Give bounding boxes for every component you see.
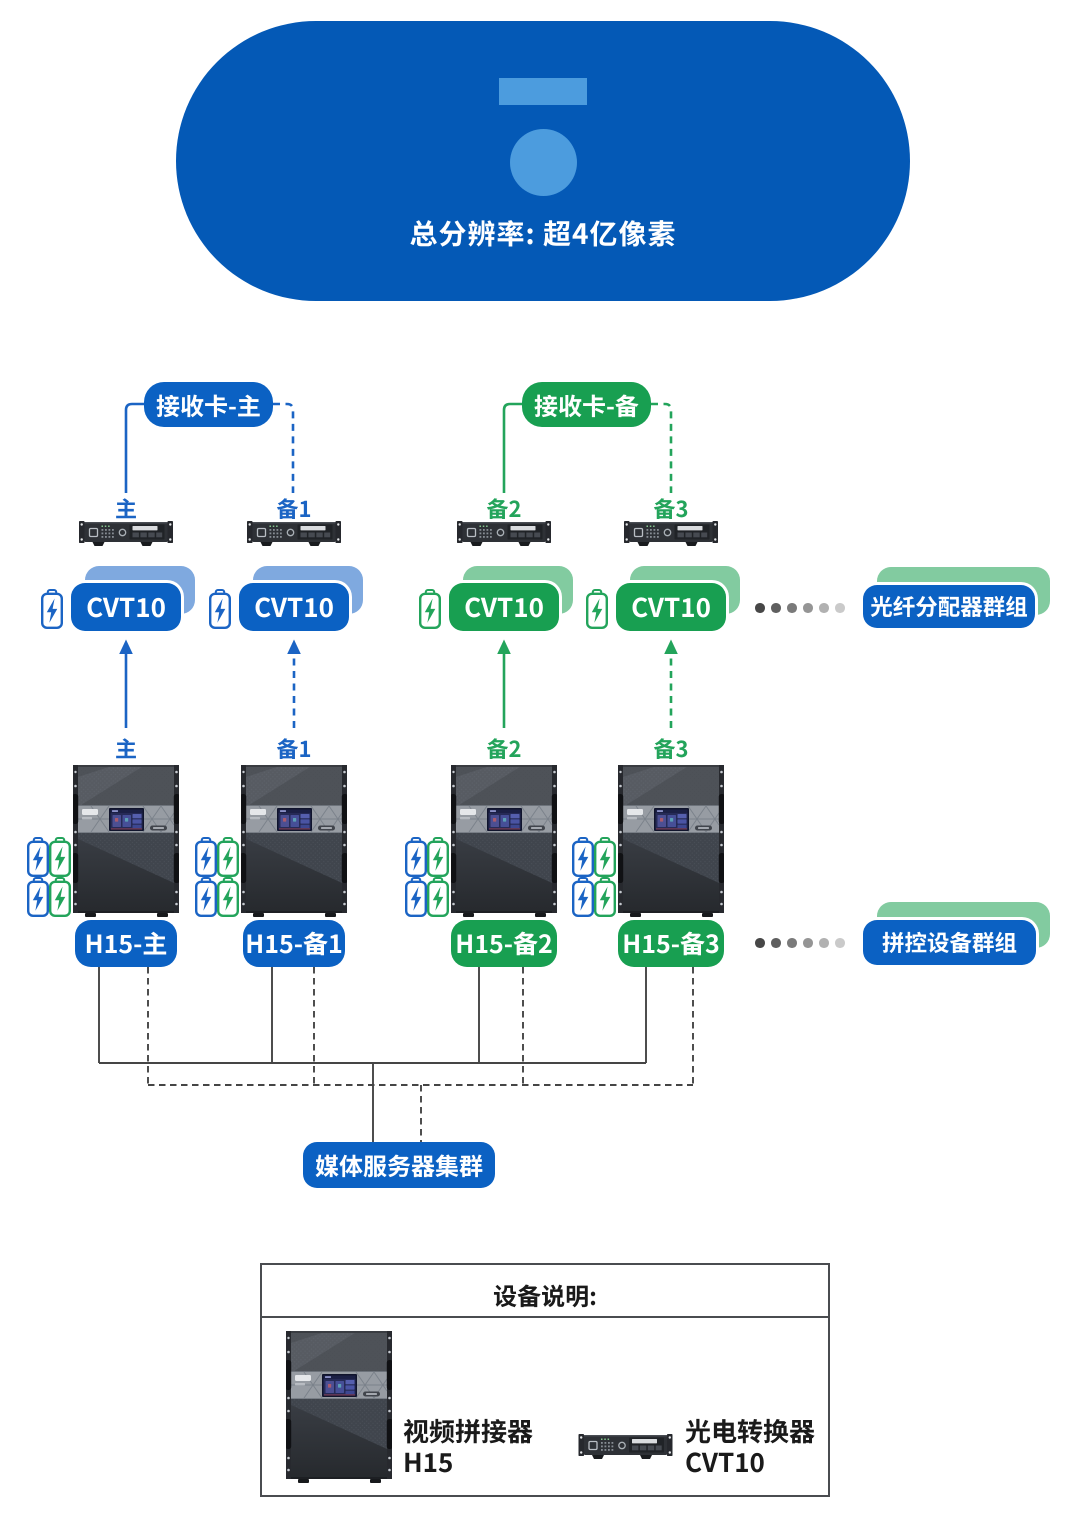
splicer-group-label: 拼控设备群组 bbox=[881, 926, 1017, 958]
link-receiver-main-solid bbox=[124, 402, 144, 493]
h15-label: H15-备2 bbox=[455, 925, 553, 961]
power-battery-icon bbox=[217, 877, 239, 917]
power-battery-icon bbox=[405, 877, 427, 917]
screen-icon-circle bbox=[510, 129, 577, 196]
power-battery-icon bbox=[594, 877, 616, 917]
power-battery-icon bbox=[195, 837, 217, 877]
cvt-card-label: CVT10 bbox=[631, 588, 711, 625]
media-cluster-label: 媒体服务器集群 bbox=[315, 1147, 483, 1182]
h15-label: H15-备3 bbox=[622, 925, 720, 961]
cvt-card[interactable]: CVT10 bbox=[616, 583, 726, 631]
legend-h15-device bbox=[286, 1331, 392, 1483]
power-battery-icon bbox=[49, 877, 71, 917]
h15-device bbox=[241, 765, 347, 917]
power-battery-icon bbox=[49, 837, 71, 877]
receiver-group-backup-label: 接收卡-备 bbox=[534, 387, 639, 422]
h15-label-pill[interactable]: H15-备1 bbox=[243, 920, 345, 967]
ellipsis-dot bbox=[771, 603, 781, 613]
h15-label: H15-备1 bbox=[245, 925, 343, 961]
fiber-group-pill[interactable]: 光纤分配器群组 bbox=[863, 585, 1035, 628]
cvt-card-label: CVT10 bbox=[86, 588, 166, 625]
total-resolution-label: 总分辨率: 超4亿像素 bbox=[409, 213, 677, 253]
power-battery-icon bbox=[405, 837, 427, 877]
power-battery-icon bbox=[572, 837, 594, 877]
receiver-card-device bbox=[79, 521, 173, 547]
cvt-card-label: CVT10 bbox=[254, 588, 334, 625]
screen-icon-bar bbox=[499, 78, 587, 105]
power-battery-icon bbox=[572, 877, 594, 917]
receiver-group-main-pill[interactable]: 接收卡-主 bbox=[144, 382, 273, 427]
h15-port-label: 主 bbox=[114, 732, 137, 764]
legend-box: 设备说明: 视频拼接器 H15 光电转换器 CVT10 bbox=[260, 1263, 830, 1497]
power-battery-icon bbox=[27, 877, 49, 917]
legend-cvt-model: CVT10 bbox=[685, 1443, 765, 1480]
power-battery-icon bbox=[427, 837, 449, 877]
splicer-group-pill[interactable]: 拼控设备群组 bbox=[863, 920, 1036, 965]
link-receiver-backup-solid bbox=[502, 402, 522, 493]
receiver-port-label: 主 bbox=[114, 492, 137, 524]
power-battery-icon bbox=[27, 837, 49, 877]
power-battery-icon bbox=[594, 837, 616, 877]
receiver-port-label: 备1 bbox=[276, 492, 312, 524]
fiber-group-label: 光纤分配器群组 bbox=[870, 590, 1028, 622]
legend-cvt-device bbox=[578, 1434, 673, 1460]
h15-label-pill[interactable]: H15-备3 bbox=[618, 920, 724, 967]
ellipsis-dot bbox=[787, 938, 797, 948]
receiver-card-device bbox=[624, 521, 718, 547]
power-battery-icon bbox=[419, 589, 441, 629]
ellipsis-dot bbox=[771, 938, 781, 948]
power-battery-icon bbox=[586, 589, 608, 629]
power-battery-icon bbox=[41, 589, 63, 629]
led-screen-banner: 总分辨率: 超4亿像素 bbox=[176, 21, 910, 301]
h15-device bbox=[451, 765, 557, 917]
arrowhead bbox=[119, 639, 133, 654]
link-receiver-backup-dashed bbox=[651, 402, 673, 493]
arrowhead bbox=[287, 639, 301, 654]
power-battery-icon bbox=[195, 877, 217, 917]
ellipsis-dot bbox=[819, 938, 829, 948]
legend-h15-text: 视频拼接器 H15 bbox=[403, 1415, 533, 1477]
arrowhead bbox=[664, 639, 678, 654]
cvt-card[interactable]: CVT10 bbox=[449, 583, 559, 631]
h15-device bbox=[618, 765, 724, 917]
receiver-port-label: 备2 bbox=[486, 492, 522, 524]
receiver-card-device bbox=[247, 521, 341, 547]
legend-cvt-name: 光电转换器 bbox=[685, 1412, 816, 1449]
h15-device bbox=[73, 765, 179, 917]
ellipsis-dot bbox=[835, 938, 845, 948]
legend-h15-name: 视频拼接器 bbox=[403, 1412, 534, 1449]
ellipsis-dots bbox=[755, 603, 845, 613]
arrowhead bbox=[497, 639, 511, 654]
ellipsis-dot bbox=[835, 603, 845, 613]
legend-h15-model: H15 bbox=[403, 1443, 454, 1480]
cvt-card-label: CVT10 bbox=[464, 588, 544, 625]
cvt-card[interactable]: CVT10 bbox=[239, 583, 349, 631]
h15-label-pill[interactable]: H15-主 bbox=[75, 920, 177, 967]
h15-port-label: 备3 bbox=[653, 732, 689, 764]
legend-divider bbox=[262, 1316, 828, 1318]
h15-port-label: 备2 bbox=[486, 732, 522, 764]
h15-port-label: 备1 bbox=[276, 732, 312, 764]
receiver-group-main-label: 接收卡-主 bbox=[156, 387, 261, 422]
legend-cvt-text: 光电转换器 CVT10 bbox=[685, 1415, 815, 1477]
power-battery-icon bbox=[209, 589, 231, 629]
receiver-port-label: 备3 bbox=[653, 492, 689, 524]
ellipsis-dot bbox=[819, 603, 829, 613]
ellipsis-dot bbox=[787, 603, 797, 613]
ellipsis-dots bbox=[755, 938, 845, 948]
ellipsis-dot bbox=[803, 603, 813, 613]
receiver-card-device bbox=[457, 521, 551, 547]
receiver-group-backup-pill[interactable]: 接收卡-备 bbox=[522, 382, 651, 427]
power-battery-icon bbox=[217, 837, 239, 877]
h15-label-pill[interactable]: H15-备2 bbox=[451, 920, 557, 967]
ellipsis-dot bbox=[755, 938, 765, 948]
ellipsis-dot bbox=[803, 938, 813, 948]
h15-label: H15-主 bbox=[84, 925, 168, 961]
power-battery-icon bbox=[427, 877, 449, 917]
link-receiver-main-backup bbox=[273, 402, 295, 493]
legend-title: 设备说明: bbox=[493, 1277, 597, 1312]
ellipsis-dot bbox=[755, 603, 765, 613]
cvt-card[interactable]: CVT10 bbox=[71, 583, 181, 631]
media-cluster-pill[interactable]: 媒体服务器集群 bbox=[303, 1142, 495, 1188]
